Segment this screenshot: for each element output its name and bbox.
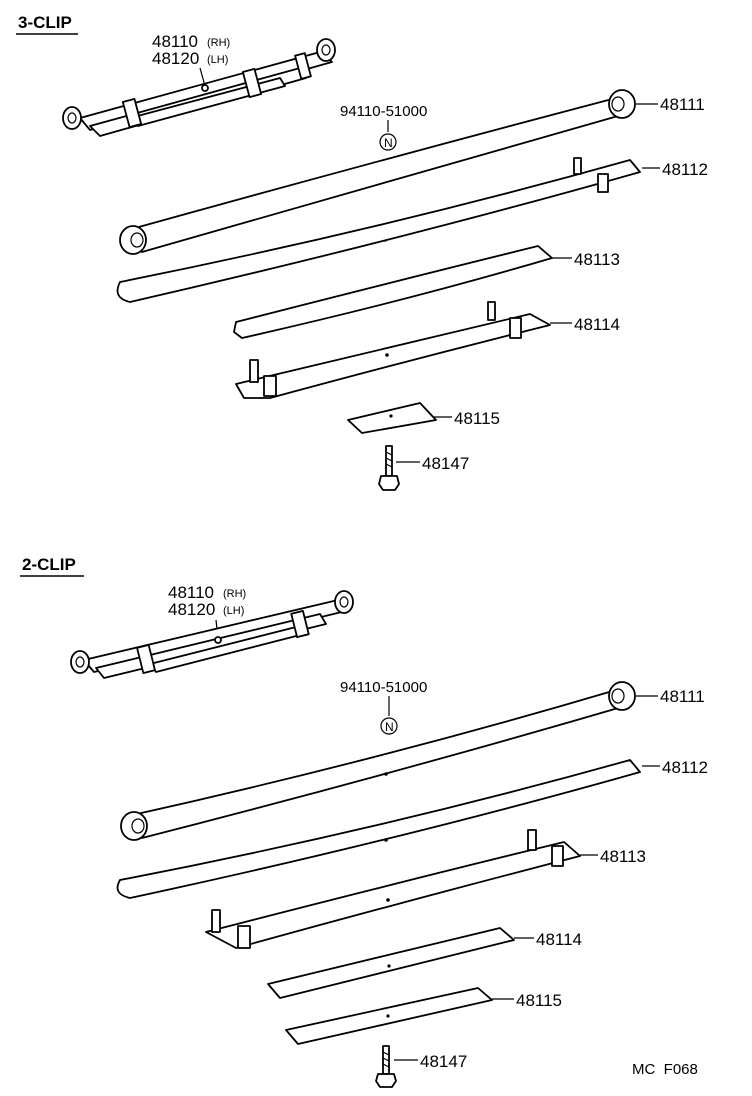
leaf-3-clip-post [527,829,537,851]
nut-part-number: 94110-51000 [340,679,427,696]
leaf-4 [267,927,515,999]
leaf-2-part-number: 48112 [662,758,708,777]
spring-clip [290,610,310,638]
assembly-rh-side: (RH) [223,588,246,600]
leaf-4 [235,301,551,399]
nut-symbol-circle [380,717,398,735]
section-title: 2-CLIP [22,555,76,574]
leaf-5-part-number: 48115 [516,991,562,1010]
center-bolt [378,445,400,491]
nut-part-number: 94110-51000 [340,103,427,120]
spring-clip [241,67,263,99]
spring-clip [136,644,156,674]
leaf-2-clip [597,173,609,193]
leaf-spring-assembly [70,590,354,679]
assembly-lh-part-number: 48120 [152,49,199,68]
leaf-4-clip-post [487,301,496,321]
leaf-1-part-number: 48111 [660,687,705,706]
nut-symbol-circle [379,133,397,151]
bolt-part-number: 48147 [420,1052,467,1071]
leaf-2 [116,157,641,303]
leaf-2-clip-post [573,157,582,175]
leaf-spring-assembly [62,38,336,137]
assembly-lh-side: (LH) [223,605,244,617]
leaf-4-clip-post [249,359,259,383]
figure-code: MC F068 [632,1061,698,1078]
nut-callout: 94110-51000 N [340,679,427,735]
leaf-4-part-number: 48114 [536,930,582,949]
assembly-label: 48110 (RH) 48120 (LH) [168,583,246,639]
section-title: 3-CLIP [18,13,72,32]
assembly-label: 48110 (RH) 48120 (LH) [152,32,230,87]
leaf-2 [116,759,641,899]
spring-clip [121,97,143,129]
nut-symbol: N [385,720,394,734]
assembly-rh-part-number: 48110 [168,583,214,602]
leaf-3-clip-post [211,909,221,933]
spring-clip [294,52,312,80]
assembly-lh-side: (LH) [207,54,228,66]
center-bolt [375,1045,397,1088]
leaf-3-part-number: 48113 [600,847,646,866]
assembly-rh-part-number: 48110 [152,32,198,51]
leaf-3 [205,829,581,949]
leaf-3-clip [237,925,251,949]
leaf-1-part-number: 48111 [660,95,705,114]
assembly-lh-part-number: 48120 [168,600,215,619]
section-2-clip: 2-CLIP 48110 (RH) 48120 (LH) 94110-51000 [20,555,708,1088]
nut-callout: 94110-51000 N [340,103,427,151]
leaf-4-part-number: 48114 [574,315,620,334]
leaf-4-clip [509,317,522,339]
leaf-3-clip [551,845,564,867]
leaf-2-part-number: 48112 [662,160,708,179]
section-3-clip: 3-CLIP 48110 (RH) 48120 (LH) 94110-510 [16,13,708,491]
leaf-5-part-number: 48115 [454,409,500,428]
leaf-5 [285,987,493,1045]
leaf-4-clip [263,375,277,397]
leaf-3-part-number: 48113 [574,250,620,269]
leaf-5 [347,402,437,434]
leaf-1 [119,89,636,255]
nut-symbol: N [384,136,393,150]
leaf-3 [233,245,553,339]
leaf-1 [120,681,636,841]
assembly-rh-side: (RH) [207,37,230,49]
bolt-part-number: 48147 [422,454,469,473]
